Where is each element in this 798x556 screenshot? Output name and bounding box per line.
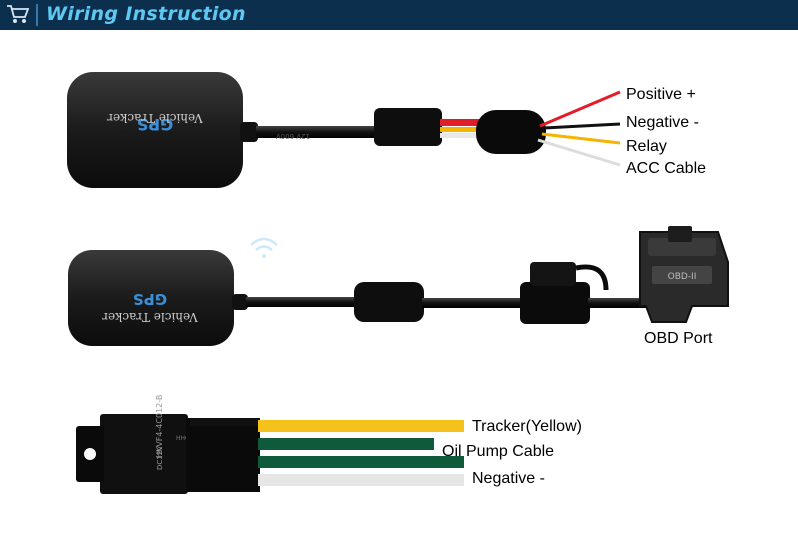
tracker-1-gps-text: GPS (137, 115, 173, 134)
relay-voltage-text: DC12V (156, 446, 164, 470)
negative-wire (543, 122, 621, 130)
wifi-signal-icon (250, 237, 278, 258)
relay-model-text: HKVF4-4C012-B (155, 395, 164, 458)
label-obd-port: OBD Port (644, 330, 713, 347)
shopping-cart-icon[interactable] (6, 3, 30, 30)
tracker-1: 12V 600V GPS Vehicle Tracker (67, 72, 621, 188)
obd-connector: OBD-II (639, 226, 729, 323)
obd-label-text: OBD-II (668, 272, 697, 282)
label-relay: Relay (626, 138, 667, 155)
label-tracker-yellow: Tracker(Yellow) (472, 418, 582, 435)
relay-wire-white (258, 474, 464, 486)
acc-wire (537, 138, 621, 167)
fuse-holder (520, 282, 590, 324)
tracker-2-gps-text: GPS (133, 290, 167, 308)
tracker-1-body (67, 72, 243, 188)
relay-wire-yellow (258, 420, 464, 432)
tracker-2-model-text: Vehicle Tracker (102, 310, 199, 324)
tracker-1-connector (374, 108, 442, 146)
label-acc-cable: ACC Cable (626, 160, 707, 177)
tracker-2-connector (354, 282, 424, 322)
label-positive: Positive + (626, 86, 696, 103)
tracker-1-wire-sleeve (476, 110, 546, 154)
relay-wire-green-1 (258, 438, 434, 450)
positive-wire (539, 90, 621, 128)
tracker-2-body (68, 250, 234, 346)
wiring-diagram: 12V 600V GPS Vehicle Tracker GPS Vehicle… (67, 72, 729, 494)
relay-brand-text: HHC (176, 435, 189, 442)
tracker-1-model-text: Vehicle Tracker (107, 111, 204, 125)
tracker-1-connector-text: 12V 600V (276, 132, 310, 140)
header-bar: Wiring Instruction (0, 0, 798, 30)
label-negative: Negative - (626, 114, 699, 131)
relay-body (100, 414, 188, 494)
header-divider (36, 4, 38, 26)
tracker-2: GPS Vehicle Tracker OBD-II (68, 226, 729, 346)
relay-wire-green-2 (258, 456, 464, 468)
page-title: Wiring Instruction (46, 3, 246, 25)
label-oil-pump-cable: Oil Pump Cable (442, 443, 555, 460)
label-relay-negative: Negative - (472, 470, 545, 487)
relay-wire (541, 132, 621, 145)
relay: HKVF4-4C012-B DC12V HHC (76, 395, 464, 494)
